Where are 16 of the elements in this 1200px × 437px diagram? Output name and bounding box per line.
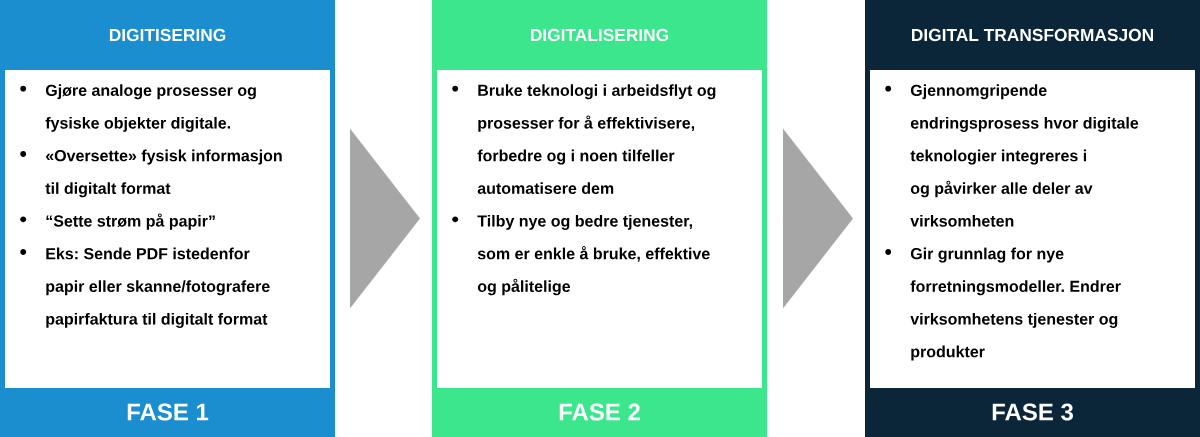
list-item: Gjennomgripende endringsprosess hvor digitale teknologier integreres i og påvirker alle deler av virksomheten — [885, 84, 1139, 227]
list-item: “Sette strøm på papir” — [20, 213, 215, 230]
list-item: Gir grunnlag for nye forretningsmodeller. Endrer virksomhetens tjenester og produkter — [885, 247, 1121, 361]
arrow — [349, 128, 420, 309]
heading: DIGITALISERING — [531, 28, 669, 42]
list-item: Bruke teknologi i arbeidsflyt og prosesser for å effektivisere, forbedre og i noen tilfeller automatisere dem — [452, 84, 716, 194]
heading: DIGITAL TRANSFORMASJON — [912, 28, 1153, 42]
list-item: Eks: Sende PDF istedenfor papir eller skanne/fotografere papirfaktura til digitalt format — [20, 247, 270, 328]
list-item: Tilby nye og bedre tjenester, som er enkle å bruke, effektive og pålitelige — [452, 214, 710, 296]
phase-label: FASE 3 — [992, 403, 1073, 421]
list-item: «Oversette» fysisk informasjon til digitalt format — [20, 149, 282, 198]
list-item: Gjøre analoge prosesser og fysiske objekter digitale. — [20, 84, 256, 132]
heading: DIGITISERING — [109, 28, 226, 42]
phase-label: FASE 2 — [559, 403, 640, 421]
phase-label: FASE 1 — [127, 403, 209, 421]
arrow — [781, 128, 853, 309]
